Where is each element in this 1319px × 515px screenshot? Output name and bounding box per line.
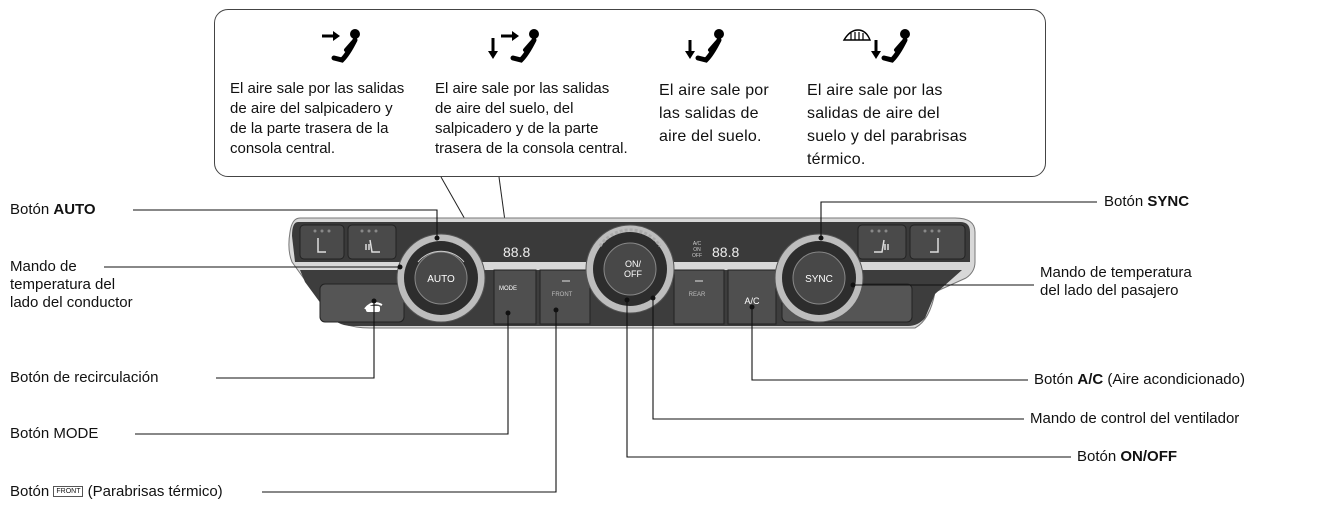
label-prefix: Botón: [10, 201, 54, 218]
right-temp-display: 88.8: [712, 244, 739, 260]
ac-status-display-2: ON: [693, 247, 701, 253]
mode-button-label[interactable]: MODE: [499, 286, 517, 292]
mode-desc-2-line: El aire sale por las salidas: [435, 80, 610, 97]
seat-heat-icon-right: [874, 239, 889, 253]
mode-button-desc-label: Botón MODE: [10, 425, 99, 442]
onoff-label-bottom[interactable]: OFF: [624, 269, 642, 279]
control-panel: [288, 217, 976, 329]
driver-temp-line: Mando de: [10, 258, 77, 275]
leader-lines: [104, 201, 1097, 493]
floor-face-vent-icon: [488, 29, 539, 63]
auto-knob-label[interactable]: AUTO: [427, 274, 455, 285]
face-vent-icon: [322, 29, 360, 63]
onoff-button-label: Botón ON/OFF: [1077, 448, 1177, 466]
driver-temp-label: Mando de temperatura del lado del conduc…: [10, 258, 133, 312]
passenger-temp-line: del lado del pasajero: [1040, 282, 1179, 299]
seat-fan-icon: [317, 238, 326, 253]
front-defrost-label: Botón FRONT (Parabrisas térmico): [10, 483, 223, 501]
label-suffix: (Aire acondicionado): [1103, 371, 1245, 388]
label-bold: SYNC: [1147, 193, 1190, 210]
mode-desc-4-line: salidas de aire del: [807, 105, 940, 122]
mode-desc-3-line: El aire sale por: [659, 82, 769, 99]
mode-desc-2-line: salpicadero y de la parte: [435, 120, 599, 137]
mode-desc-1-line: de la parte trasera de la: [230, 120, 389, 137]
leader-dots: [371, 235, 856, 316]
label-bold: AUTO: [53, 201, 96, 218]
mode-desc-3-line: las salidas de: [659, 105, 759, 122]
onoff-label-top[interactable]: ON/: [625, 259, 642, 269]
passenger-temp-line: Mando de temperatura: [1040, 264, 1192, 281]
passenger-temp-label: Mando de temperatura del lado del pasaje…: [1040, 264, 1192, 300]
mode-desc-2-line: trasera de la consola central.: [435, 140, 628, 157]
mode-desc-1-line: El aire sale por las salidas: [230, 80, 405, 97]
label-bold: ON/OFF: [1120, 448, 1178, 465]
mode-desc-4: El aire sale por las salidas de aire del…: [807, 79, 967, 171]
driver-temp-line: temperatura del: [10, 276, 116, 293]
mode-desc-4-line: térmico.: [807, 151, 866, 168]
label-prefix: Botón: [1034, 371, 1078, 388]
mode-desc-2: El aire sale por las salidas de aire del…: [435, 79, 628, 159]
label-prefix: Botón: [1077, 448, 1121, 465]
label-prefix: Botón: [1104, 193, 1148, 210]
mode-desc-2-line: de aire del suelo, del: [435, 100, 574, 117]
floor-vent-icon: [685, 29, 724, 63]
mode-desc-1-line: consola central.: [230, 140, 336, 157]
ac-status-display-1: A/C: [693, 241, 702, 247]
mode-desc-4-line: suelo y del parabrisas: [807, 128, 968, 145]
fan-control-label: Mando de control del ventilador: [1030, 410, 1240, 427]
seat-fan-icon-right: [930, 238, 939, 253]
sync-knob-label[interactable]: SYNC: [805, 274, 833, 285]
mode-desc-3: El aire sale por las salidas de aire del…: [659, 79, 769, 148]
label-suffix: (Parabrisas térmico): [83, 483, 223, 500]
front-defrost-button-label[interactable]: FRONT: [552, 292, 573, 298]
ac-button-label[interactable]: A/C: [744, 296, 760, 306]
mode-desc-1-line: de aire del salpicadero y: [230, 100, 393, 117]
mode-desc-4-line: El aire sale por las: [807, 82, 943, 99]
mode-desc-1: El aire sale por las salidas de aire del…: [230, 79, 404, 159]
front-defrost-icon: FRONT: [53, 486, 84, 497]
ac-button-desc-label: Botón A/C (Aire acondicionado): [1034, 371, 1245, 389]
ac-status-display-3: OFF: [692, 253, 702, 259]
mode-desc-3-line: aire del suelo.: [659, 128, 762, 145]
floor-defrost-vent-icon: [842, 29, 910, 63]
seat-heat-icon: [365, 239, 380, 253]
recirculation-button-label: Botón de recirculación: [10, 369, 159, 386]
auto-button-label: Botón AUTO: [10, 201, 96, 219]
left-temp-display: 88.8: [503, 244, 530, 260]
driver-temp-line: lado del conductor: [10, 294, 133, 311]
label-prefix: Botón: [10, 483, 54, 500]
label-bold: A/C: [1077, 371, 1104, 388]
rear-defrost-button-label[interactable]: REAR: [689, 292, 706, 298]
sync-button-label: Botón SYNC: [1104, 193, 1189, 211]
